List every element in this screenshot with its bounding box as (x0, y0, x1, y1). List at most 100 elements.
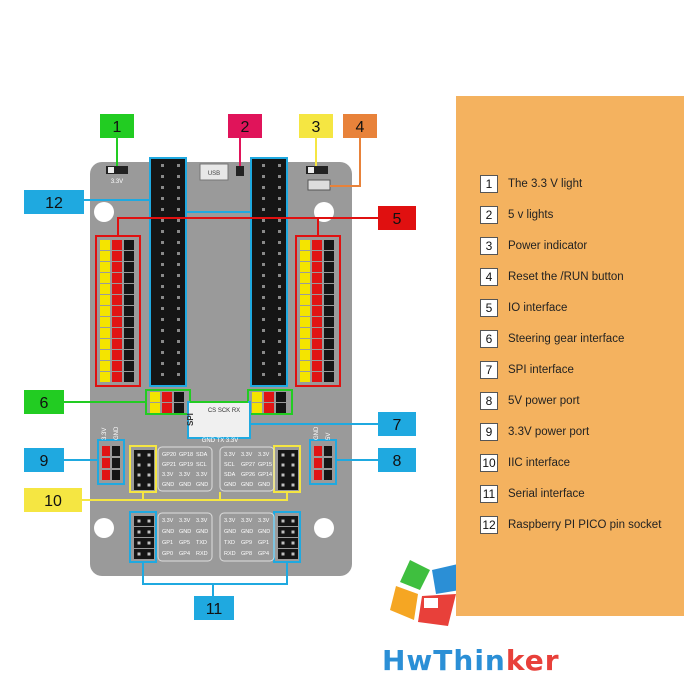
pin-label: 3.3V (224, 518, 236, 524)
io-pin-signal (300, 350, 310, 360)
power-pin-gnd (324, 446, 332, 456)
pico-pin (278, 208, 281, 211)
legend-number: 1 (480, 174, 498, 193)
io-pin-vcc (312, 339, 322, 349)
io-pin-gnd (324, 306, 334, 316)
serial-pins (134, 516, 298, 559)
io-pin-vcc (312, 284, 322, 294)
io-pin-vcc (112, 295, 122, 305)
led-5v (236, 166, 244, 176)
pico-pin (278, 263, 281, 266)
legend-label: Raspberry PI PICO pin socket (508, 518, 662, 531)
pico-pin (278, 351, 281, 354)
pin-label: GP4 (258, 551, 269, 557)
pico-pin (278, 164, 281, 167)
pico-pin (161, 230, 164, 233)
io-pin-vcc (312, 328, 322, 338)
io-header-left (100, 240, 134, 382)
pico-pin (177, 164, 180, 167)
pin-label: GP5 (179, 540, 190, 546)
label-grid-frame (219, 512, 275, 562)
legend-label: IO interface (508, 301, 568, 314)
pico-pin (262, 329, 265, 332)
io-pin-gnd (124, 339, 134, 349)
pico-pin (161, 241, 164, 244)
io-pin-signal (100, 317, 110, 327)
callout-10-num: 10 (44, 493, 62, 510)
servo-pin-gnd (276, 403, 286, 413)
pin-label: SCL (224, 462, 235, 468)
pico-pin (262, 351, 265, 354)
pin-label: GP1 (162, 540, 173, 546)
serial-pin-hole (291, 552, 295, 556)
io-pin-vcc (112, 262, 122, 272)
io-pin-signal (300, 251, 310, 261)
io-pin-gnd (324, 295, 334, 305)
serial-pin-hole (291, 530, 295, 534)
iic-pin-hole (147, 483, 151, 487)
pin-label: 3.3V (258, 518, 270, 524)
pin-label: GP0 (162, 551, 173, 557)
callout-5-num: 5 (393, 211, 402, 228)
servo-pin-signal (252, 403, 262, 413)
io-pin-gnd (124, 284, 134, 294)
io-pin-gnd (124, 328, 134, 338)
iic-pin-hole (147, 453, 151, 457)
pico-pin (278, 340, 281, 343)
io-pin-gnd (324, 262, 334, 272)
pico-pin (161, 263, 164, 266)
pico-pin (262, 186, 265, 189)
serial-pin-hole (281, 541, 285, 545)
pico-pin (161, 329, 164, 332)
servo-pin-vcc (264, 403, 274, 413)
legend-number: 10 (480, 453, 498, 472)
pico-pin (161, 318, 164, 321)
callout-10: 10 (24, 488, 82, 512)
power-pin-gnd (324, 458, 332, 468)
pin-label: RXD (196, 551, 208, 557)
io-pin-signal (300, 273, 310, 283)
legend-label: The 3.3 V light (508, 177, 583, 190)
pin-label: 3.3V (241, 452, 253, 458)
io-pin-vcc (112, 339, 122, 349)
io-pin-gnd (324, 350, 334, 360)
io-pin-signal (100, 361, 110, 371)
usb-port (199, 163, 229, 181)
serial-pin-hole (137, 530, 141, 534)
servo-pin-vcc (162, 403, 172, 413)
pin-label: GND (196, 482, 208, 488)
io-pin-signal (100, 350, 110, 360)
servo-pin-vcc (264, 392, 274, 402)
pico-pin (177, 285, 180, 288)
spi-pins-top: CS SCK RX (208, 408, 240, 414)
reset-button (307, 179, 331, 191)
legend-item: 1 The 3.3 V light (480, 168, 661, 199)
socket-outline-left (149, 157, 187, 387)
pin-label: GND (258, 529, 270, 535)
servo-pin-signal (150, 403, 160, 413)
io-pin-vcc (112, 251, 122, 261)
pico-pin (262, 263, 265, 266)
pin-label: SCL (196, 462, 207, 468)
pico-socket-pins (161, 164, 281, 376)
pico-pin (177, 329, 180, 332)
pin-label: 3.3V (258, 452, 270, 458)
callout-4: 4 (343, 114, 377, 138)
io-pin-signal (300, 284, 310, 294)
io-pin-vcc (312, 251, 322, 261)
iic-pin-hole (281, 463, 285, 467)
led-3v3-light (108, 167, 114, 173)
callout-4-num: 4 (356, 119, 365, 136)
pin-label: GP4 (179, 551, 190, 557)
legend-number: 11 (480, 484, 498, 503)
callout-8-num: 8 (393, 453, 402, 470)
io-pin-vcc (112, 306, 122, 316)
pin-label: GP9 (241, 540, 252, 546)
callout-2-num: 2 (241, 119, 250, 136)
pico-pin (161, 208, 164, 211)
